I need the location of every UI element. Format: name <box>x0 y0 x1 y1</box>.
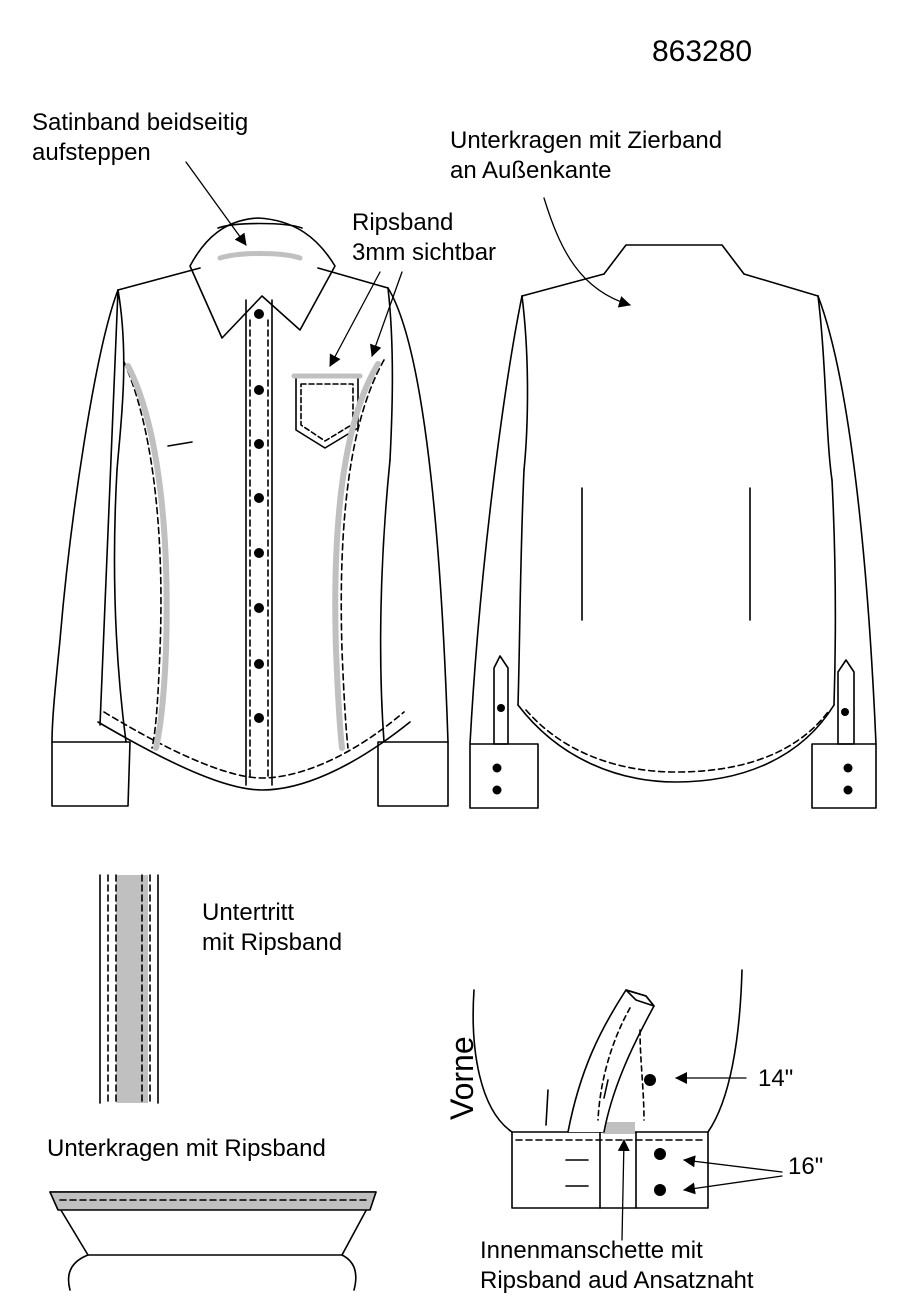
front-buttons <box>254 309 264 723</box>
unterkragen-detail <box>49 1191 377 1291</box>
back-yoke-collar <box>603 244 745 275</box>
article-number: 863280 <box>652 35 753 68</box>
label-untertritt-line2: mit Ripsband <box>202 929 343 956</box>
label-unterkragen-zierband: Unterkragen mit Zierband an Außenkante <box>450 126 722 186</box>
back-right-cuff <box>811 743 877 809</box>
front-left-sleeve <box>51 289 119 743</box>
label-untertritt: Untertritt mit Ripsband <box>202 898 342 958</box>
front-right-cuff <box>377 741 449 807</box>
label-satinband: Satinband beidseitig aufsteppen <box>32 108 248 168</box>
front-right-ribbon <box>332 361 381 751</box>
front-body-outline <box>117 267 389 291</box>
label-ripsband-line1: Ripsband <box>352 209 454 236</box>
back-left-cuff <box>469 743 539 809</box>
label-innenmanschette-line1: Innenmanschette mit <box>480 1237 703 1264</box>
front-collar-ribbon <box>217 251 303 261</box>
back-shirt-view <box>469 244 877 809</box>
cuff-detail <box>472 969 743 1209</box>
label-ripsband: Ripsband 3mm sichtbar <box>352 208 496 268</box>
label-unterkragen-zierband-line2: an Außenkante <box>450 157 612 184</box>
label-button-14: 14" <box>758 1065 794 1092</box>
label-satinband-line1: Satinband beidseitig <box>32 109 249 136</box>
untertritt-detail <box>99 874 159 1104</box>
front-left-ribbon <box>125 363 170 751</box>
label-vorne: Vorne <box>444 1036 480 1120</box>
label-satinband-line2: aufsteppen <box>32 139 151 166</box>
front-shirt-view <box>51 217 449 807</box>
label-ripsband-line2: 3mm sichtbar <box>352 239 497 266</box>
label-innenmanschette-line2: Ripsband aud Ansatznaht <box>480 1267 754 1294</box>
label-unterkragen-zierband-line1: Unterkragen mit Zierband <box>450 127 723 154</box>
label-button-16: 16" <box>788 1153 824 1180</box>
label-untertritt-line1: Untertritt <box>202 899 295 926</box>
front-placket <box>245 299 273 786</box>
pointer-arrows <box>185 161 783 1241</box>
front-left-cuff <box>51 741 131 807</box>
label-innenmanschette: Innenmanschette mit Ripsband aud Ansatzn… <box>480 1236 754 1296</box>
front-right-sleeve <box>387 287 449 743</box>
front-collar <box>189 217 336 339</box>
label-unterkragen-ripsband: Unterkragen mit Ripsband <box>47 1135 326 1162</box>
